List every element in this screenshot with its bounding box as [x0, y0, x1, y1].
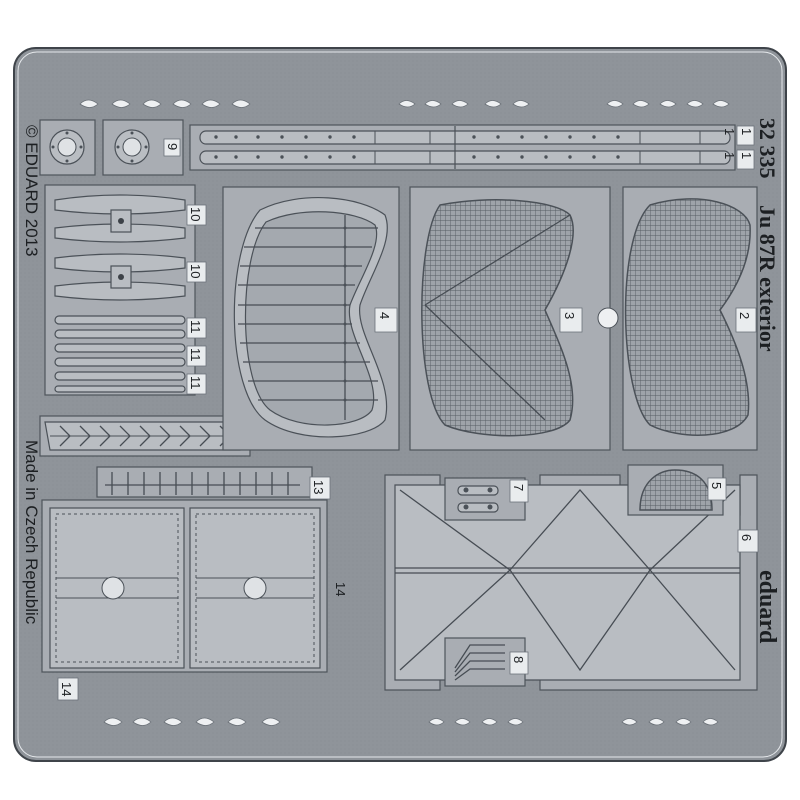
part-9-washers — [39, 119, 184, 176]
part-12 — [39, 415, 251, 457]
part-11c-label: 11 — [188, 376, 203, 390]
origin-text: Made in Czech Republic — [22, 440, 41, 625]
top-holes — [79, 99, 730, 108]
kit-number-text: 32 335 — [755, 118, 780, 179]
part-1a-label: 1 — [739, 128, 754, 135]
part-4-frame — [222, 186, 400, 451]
brand-text: eduard — [754, 570, 780, 644]
part-3-label: 3 — [562, 312, 577, 319]
part-1-strips — [189, 124, 736, 171]
part-10b-label: 10 — [188, 264, 203, 278]
part-14a-label: 14 — [333, 582, 348, 596]
part-5-label: 5 — [709, 482, 724, 489]
part-5 — [627, 464, 724, 516]
part-10a-label: 10 — [188, 207, 203, 221]
kit-title-text: Ju 87R exterior — [755, 205, 780, 352]
part-11b-label: 11 — [188, 348, 203, 362]
part-8-label: 8 — [511, 656, 526, 663]
part-1d-label: 1 — [722, 152, 737, 159]
parts-10-11 — [44, 184, 196, 396]
part-6-label: 6 — [739, 534, 754, 541]
part-2-label: 2 — [737, 312, 752, 319]
copyright-text: © EDUARD 2013 — [22, 125, 41, 257]
part-1c-label: 1 — [722, 128, 737, 135]
part-6-panel — [384, 474, 758, 691]
parts-13-14 — [41, 466, 328, 673]
part-2-mesh — [597, 186, 758, 451]
part-1b-label: 1 — [739, 152, 754, 159]
part-14b-label: 14 — [59, 682, 74, 696]
part-9-label: 9 — [165, 143, 180, 150]
part-13-label: 13 — [311, 480, 326, 494]
part-7-label: 7 — [511, 484, 526, 491]
part-4-label: 4 — [377, 312, 392, 319]
bottom-holes — [103, 717, 719, 726]
part-11a-label: 11 — [188, 320, 203, 334]
